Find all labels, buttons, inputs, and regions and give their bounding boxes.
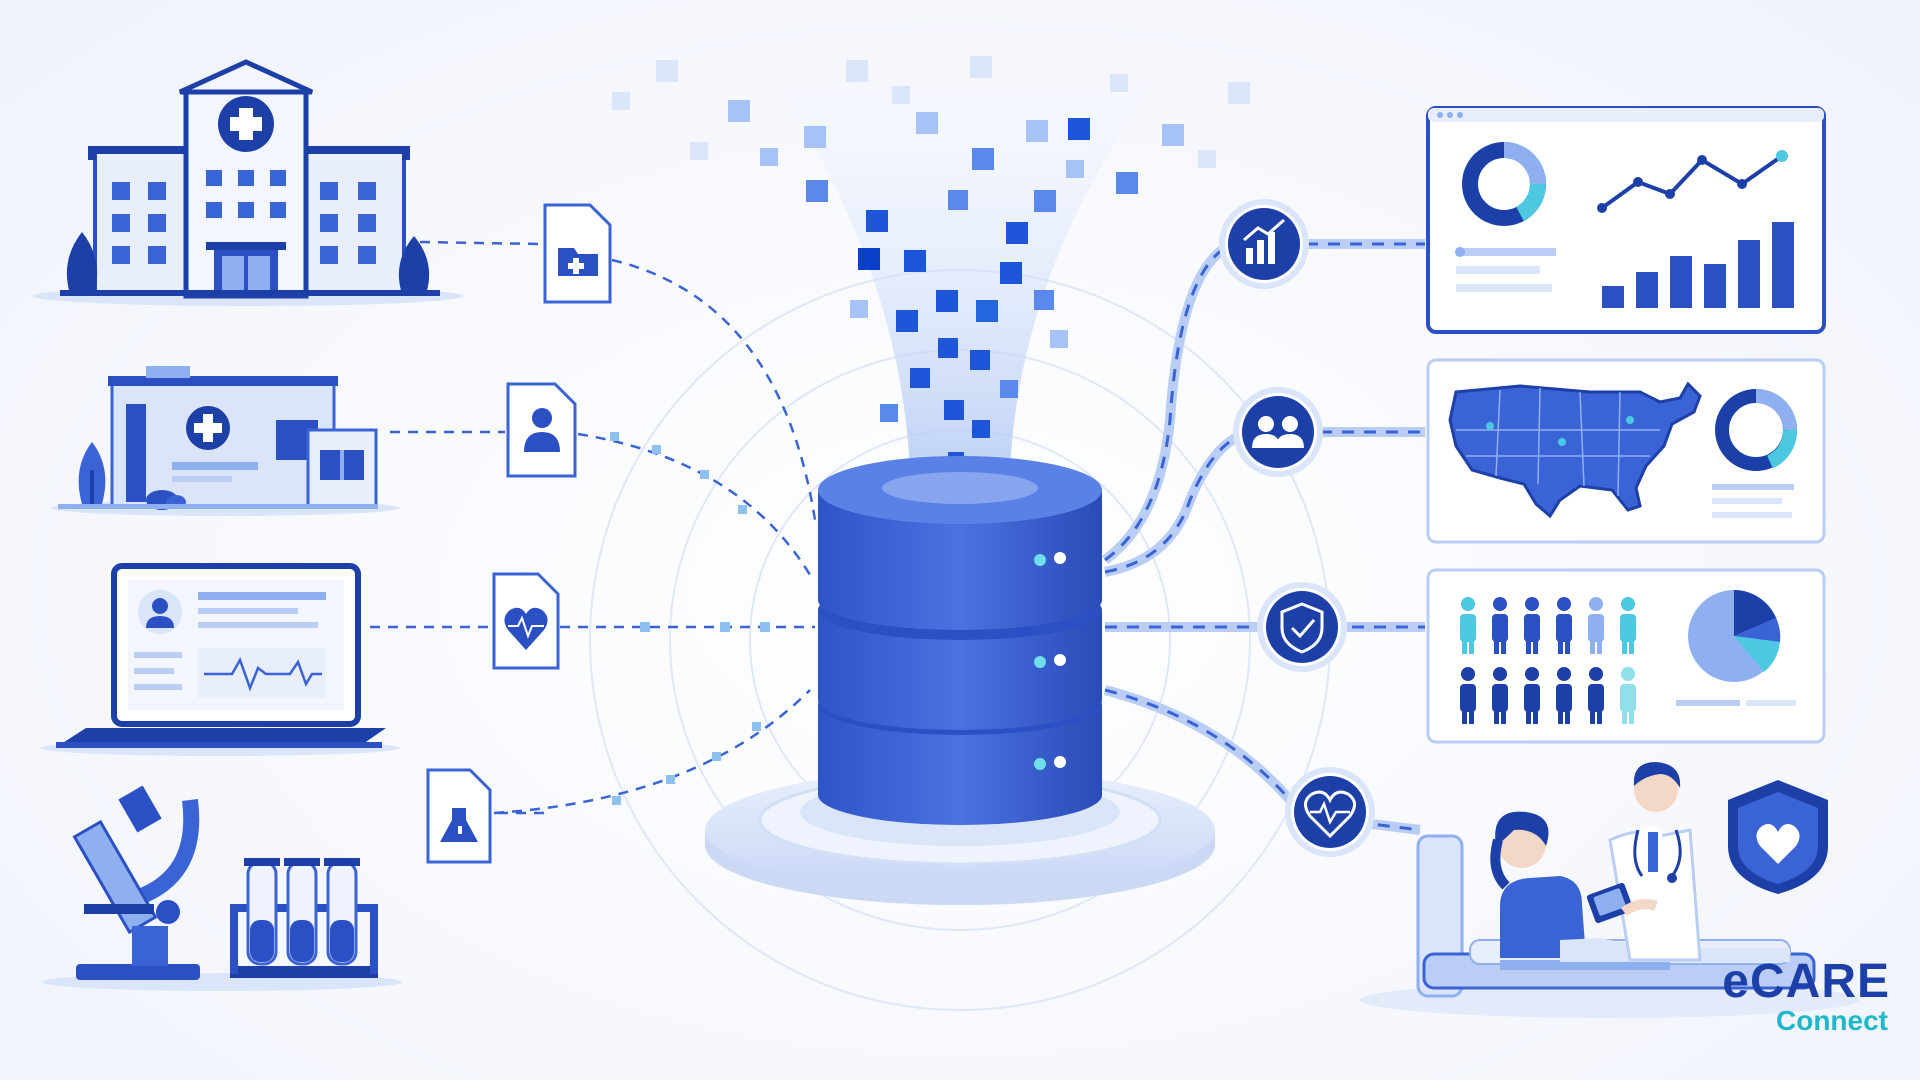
input-data-bits: [610, 432, 770, 805]
ecare-connect-logo: eCARE Connect: [1690, 958, 1890, 1036]
logo-e: e: [1722, 955, 1750, 1008]
server-led: [1054, 756, 1066, 768]
heart-pulse-icon: [1285, 767, 1375, 857]
pie-chart: [1688, 590, 1781, 682]
people-icons: [1460, 597, 1636, 724]
input-connectors: [370, 240, 817, 815]
lab-flask-document-icon: [426, 768, 492, 864]
heart-document-icon: [492, 572, 560, 670]
server-led: [1034, 656, 1046, 668]
output-connectors: [1101, 239, 1425, 835]
server-led: [1034, 554, 1046, 566]
analytics-dashboard: [1426, 106, 1826, 334]
server-led: [1034, 758, 1046, 770]
server-led: [1054, 654, 1066, 666]
output-connector-dashes: [1104, 242, 1425, 832]
clinic-building: [50, 366, 400, 516]
population-map-panel: [1426, 358, 1826, 544]
data-funnel: [612, 56, 1250, 470]
ehr-laptop: [40, 563, 400, 756]
users-icon: [1233, 387, 1323, 477]
us-map: [1448, 381, 1702, 519]
demographics-panel: [1426, 568, 1826, 744]
shield-check-icon: [1257, 582, 1347, 672]
laboratory-equipment: [42, 785, 402, 991]
server-led: [1054, 552, 1066, 564]
bar-chart-icon: [1219, 199, 1309, 289]
logo-care: CARE: [1749, 955, 1890, 1008]
shield-heart-icon: [1728, 780, 1828, 894]
hospital-building: [33, 59, 463, 306]
medical-folder-icon: [543, 203, 612, 304]
logo-wordmark: eCARE: [1690, 958, 1890, 1006]
patient-record-icon: [506, 382, 577, 478]
logo-subtitle: Connect: [1776, 1005, 1888, 1036]
central-database: [705, 456, 1215, 905]
patient-care-scene: [1360, 762, 1860, 1018]
